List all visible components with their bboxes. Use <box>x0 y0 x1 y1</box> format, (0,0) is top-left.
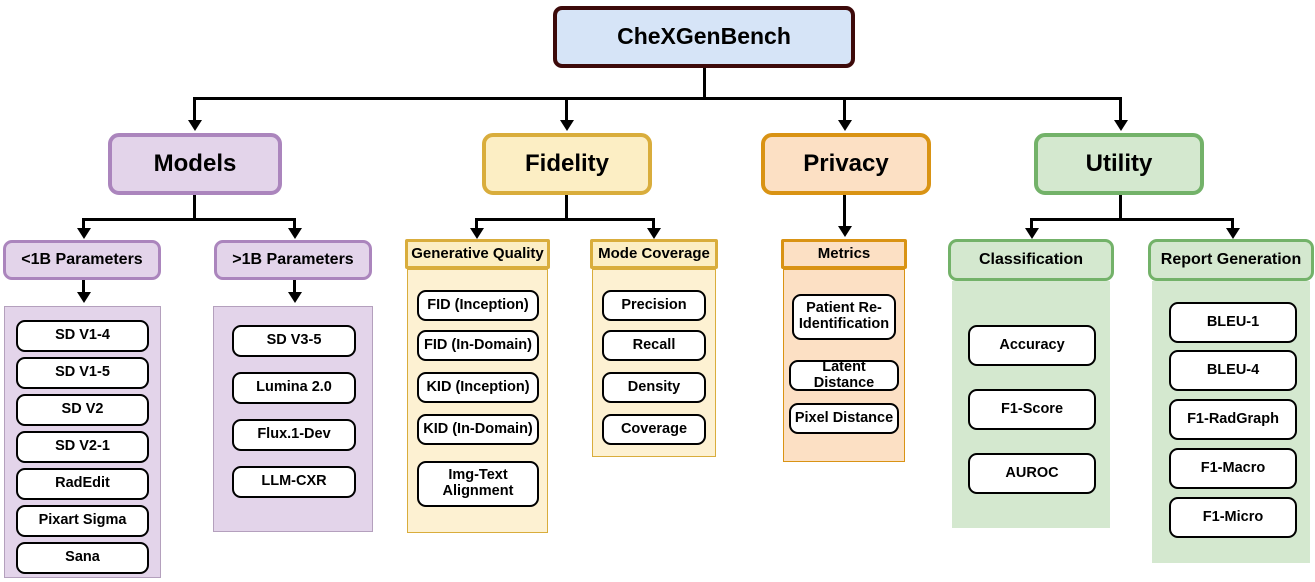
arrow-models <box>188 120 202 131</box>
leaf-accuracy[interactable]: Accuracy <box>968 325 1096 366</box>
group-header-gt1b[interactable]: >1B Parameters <box>214 240 372 280</box>
arrow-privacy <box>838 120 852 131</box>
branch-node-utility[interactable]: Utility <box>1034 133 1204 195</box>
connector-drop-classification <box>1030 218 1033 229</box>
leaf-sana[interactable]: Sana <box>16 542 149 574</box>
leaf-radedit[interactable]: RadEdit <box>16 468 149 500</box>
connector-drop-fidelity <box>565 97 568 121</box>
connector-drop-modecoverage <box>652 218 655 229</box>
arrow-fidelity <box>560 120 574 131</box>
arrow-lt1b-list <box>77 292 91 303</box>
leaf-img-text-alignment[interactable]: Img-Text Alignment <box>417 461 539 507</box>
leaf-auroc[interactable]: AUROC <box>968 453 1096 494</box>
leaf-llm-cxr[interactable]: LLM-CXR <box>232 466 356 498</box>
root-node-chexgenbench: CheXGenBench <box>553 6 855 68</box>
leaf-f1-radgraph[interactable]: F1-RadGraph <box>1169 399 1297 440</box>
leaf-bleu-1[interactable]: BLEU-1 <box>1169 302 1297 343</box>
leaf-f1-score[interactable]: F1-Score <box>968 389 1096 430</box>
arrow-genquality <box>470 228 484 239</box>
leaf-sd-v3-5[interactable]: SD V3-5 <box>232 325 356 357</box>
leaf-kid-inception[interactable]: KID (Inception) <box>417 372 539 403</box>
connector-drop-reportgen <box>1231 218 1234 229</box>
leaf-flux-1-dev[interactable]: Flux.1-Dev <box>232 419 356 451</box>
arrow-modecoverage <box>647 228 661 239</box>
connector-drop-models <box>193 97 196 121</box>
arrow-gt1b <box>288 228 302 239</box>
arrow-metrics <box>838 226 852 237</box>
leaf-sd-v2[interactable]: SD V2 <box>16 394 149 426</box>
connector-drop-genquality <box>475 218 478 229</box>
connector-drop-lt1b <box>82 218 85 229</box>
leaf-sd-v1-4[interactable]: SD V1-4 <box>16 320 149 352</box>
branch-node-fidelity[interactable]: Fidelity <box>482 133 652 195</box>
connector-fidelity-bus <box>475 218 655 221</box>
connector-root-bus <box>193 97 1122 100</box>
leaf-patient-re-identification[interactable]: Patient Re-Identification <box>792 294 896 340</box>
leaf-density[interactable]: Density <box>602 372 706 403</box>
connector-utility-bus <box>1030 218 1234 221</box>
group-header-mode-coverage[interactable]: Mode Coverage <box>590 239 718 269</box>
arrow-utility <box>1114 120 1128 131</box>
leaf-sd-v2-1[interactable]: SD V2-1 <box>16 431 149 463</box>
arrow-classification <box>1025 228 1039 239</box>
connector-lt1b-stem <box>82 280 85 293</box>
leaf-pixart-sigma[interactable]: Pixart Sigma <box>16 505 149 537</box>
connector-drop-utility <box>1119 97 1122 121</box>
leaf-f1-macro[interactable]: F1-Macro <box>1169 448 1297 489</box>
connector-privacy-stem <box>843 195 846 227</box>
connector-drop-privacy <box>843 97 846 121</box>
branch-node-models[interactable]: Models <box>108 133 282 195</box>
connector-drop-gt1b <box>293 218 296 229</box>
leaf-coverage[interactable]: Coverage <box>602 414 706 445</box>
group-header-lt1b[interactable]: <1B Parameters <box>3 240 161 280</box>
connector-models-stem <box>193 195 196 220</box>
arrow-lt1b <box>77 228 91 239</box>
connector-root-stem <box>703 68 706 99</box>
leaf-precision[interactable]: Precision <box>602 290 706 321</box>
arrow-gt1b-list <box>288 292 302 303</box>
leaf-lumina-2-0[interactable]: Lumina 2.0 <box>232 372 356 404</box>
group-header-classification[interactable]: Classification <box>948 239 1114 281</box>
leaf-pixel-distance[interactable]: Pixel Distance <box>789 403 899 434</box>
branch-node-privacy[interactable]: Privacy <box>761 133 931 195</box>
leaf-kid-in-domain[interactable]: KID (In-Domain) <box>417 414 539 445</box>
leaf-bleu-4[interactable]: BLEU-4 <box>1169 350 1297 391</box>
leaf-fid-in-domain[interactable]: FID (In-Domain) <box>417 330 539 361</box>
leaf-sd-v1-5[interactable]: SD V1-5 <box>16 357 149 389</box>
group-header-metrics[interactable]: Metrics <box>781 239 907 269</box>
group-header-report-generation[interactable]: Report Generation <box>1148 239 1314 281</box>
connector-fidelity-stem <box>565 195 568 220</box>
leaf-fid-inception[interactable]: FID (Inception) <box>417 290 539 321</box>
leaf-latent-distance[interactable]: Latent Distance <box>789 359 899 391</box>
connector-gt1b-stem <box>293 280 296 293</box>
leaf-recall[interactable]: Recall <box>602 330 706 361</box>
group-header-generative-quality[interactable]: Generative Quality <box>405 239 550 269</box>
arrow-reportgen <box>1226 228 1240 239</box>
connector-models-bus <box>82 218 296 221</box>
leaf-f1-micro[interactable]: F1-Micro <box>1169 497 1297 538</box>
connector-utility-stem <box>1119 195 1122 220</box>
